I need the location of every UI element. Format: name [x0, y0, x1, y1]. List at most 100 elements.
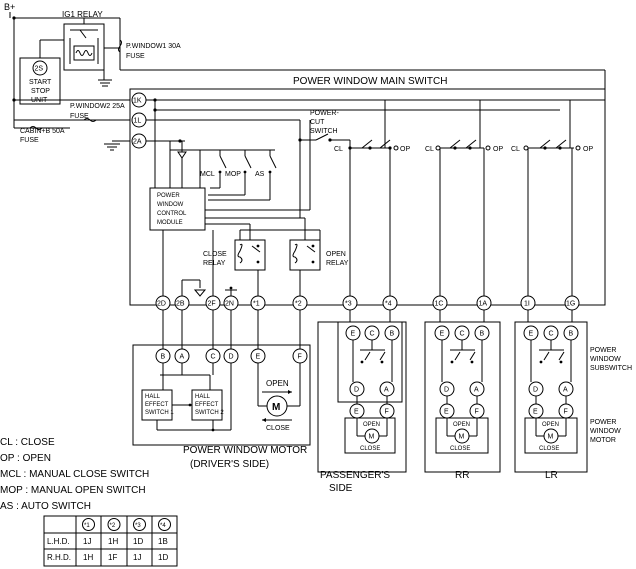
start-stop-line1: START: [29, 79, 52, 86]
rr-label: RR: [455, 470, 469, 481]
driver-side-motor: B A C D E F HALL EFFECT SWITCH 1 HALL EF…: [132, 310, 311, 470]
mcl-label: MCL: [200, 171, 215, 178]
table-cell: 1H: [83, 553, 93, 562]
pin-star1: *1: [253, 301, 260, 308]
start-stop-line2: STOP: [31, 88, 50, 95]
subswitch-label-1: POWER: [590, 347, 616, 354]
close-relay-label-2: RELAY: [203, 260, 226, 267]
lr-label: LR: [545, 470, 558, 481]
table-row-lhd-label: L.H.D.: [47, 537, 70, 546]
open-relay-label-2: RELAY: [326, 260, 349, 267]
pin-1i: 1I: [524, 301, 530, 308]
lr-pin-e1: E: [529, 331, 534, 338]
supply-label: B+: [4, 2, 15, 12]
pass-pin-e2: E: [354, 409, 359, 416]
legend-mop: MOP : MANUAL OPEN SWITCH: [0, 485, 146, 496]
passenger-side-label: SIDE: [329, 483, 353, 494]
driver-motor-open: OPEN: [266, 379, 289, 388]
op-label-1: OP: [400, 146, 410, 153]
close-relay-label-1: CLOSE: [203, 251, 227, 258]
passenger-door: E C B D A E F M OPEN CLOSE PASSENGER'S S…: [317, 310, 407, 494]
rr-pin-e2: E: [444, 409, 449, 416]
driver-pin-b: B: [161, 354, 166, 361]
pass-pin-c: C: [370, 331, 375, 338]
connector-table: *1 *2 *3 *4 L.H.D. 1J 1H 1D 1B R.H.D. 1H…: [43, 515, 178, 567]
ig1-relay: [63, 23, 105, 71]
as-label: AS: [255, 171, 265, 178]
hall1-line3: SWITCH 1: [145, 410, 174, 416]
motor-label-1: POWER: [590, 419, 616, 426]
pin-2a: 2A: [133, 139, 142, 146]
pass-pin-b: B: [390, 331, 395, 338]
lr-motor-m: M: [548, 434, 554, 441]
table-cell: 1B: [158, 537, 168, 546]
rr-motor-m: M: [459, 434, 465, 441]
hall2-line2: EFFECT: [195, 402, 219, 408]
pw2-fuse-sublabel: FUSE: [70, 113, 89, 120]
pass-motor-m: M: [369, 434, 375, 441]
motor-label-3: MOTOR: [590, 437, 616, 444]
pin-star2: *2: [295, 301, 302, 308]
hall1-line2: EFFECT: [145, 402, 169, 408]
pin-1l: 1L: [134, 118, 142, 125]
power-cut-label-2: CUT: [310, 119, 325, 126]
door-switches: CL OP CL OP CL OP: [334, 139, 593, 153]
table-header-star2: *2: [110, 523, 116, 529]
lr-pin-f: F: [564, 409, 568, 416]
op-label-2: OP: [493, 146, 503, 153]
start-stop-connector: 2S: [35, 66, 44, 73]
close-relay: CLOSE RELAY: [203, 239, 266, 271]
table-cell: 1F: [108, 553, 117, 562]
lr-motor-open: OPEN: [542, 422, 559, 428]
table-header-star1: *1: [84, 523, 90, 529]
pwcm-line2: WINDOW: [157, 202, 184, 208]
pass-pin-e1: E: [351, 331, 356, 338]
power-window-control-module: POWER WINDOW CONTROL MODULE: [149, 187, 206, 231]
driver-motor-close: CLOSE: [266, 425, 290, 432]
table-header-star4: *4: [160, 523, 166, 529]
driver-motor-m: M: [272, 402, 280, 413]
pin-2n: 2N: [225, 301, 234, 308]
cabin-fuse-label: CABIN+B 50A: [20, 128, 65, 135]
driver-motor-title: POWER WINDOW MOTOR: [183, 445, 307, 456]
pin-1c: 1C: [435, 301, 444, 308]
hall2-line3: SWITCH 2: [195, 410, 224, 416]
cl-label-3: CL: [511, 146, 520, 153]
rr-motor-close: CLOSE: [450, 446, 470, 452]
driver-pin-d: D: [229, 354, 234, 361]
table-cell: 1H: [108, 537, 118, 546]
cl-label-2: CL: [425, 146, 434, 153]
pin-1g: 1G: [566, 301, 575, 308]
power-cut-label-3: SWITCH: [310, 128, 338, 135]
hall1-line1: HALL: [145, 394, 161, 400]
legend-cl: CL : CLOSE: [0, 437, 55, 448]
table-cell: 1J: [83, 537, 91, 546]
pin-star4: *4: [385, 301, 392, 308]
lr-pin-d: D: [533, 387, 538, 394]
ig1-relay-label: IG1 RELAY: [62, 10, 103, 19]
rr-pin-e1: E: [440, 331, 445, 338]
legend-mcl: MCL : MANUAL CLOSE SWITCH: [0, 469, 149, 480]
lr-pin-a: A: [563, 387, 568, 394]
open-relay-label-1: OPEN: [326, 251, 346, 258]
cabin-fuse-sublabel: FUSE: [20, 137, 39, 144]
passenger-label: PASSENGER'S: [320, 470, 390, 481]
pass-motor-close: CLOSE: [360, 446, 380, 452]
table-header-star3: *3: [135, 523, 141, 529]
main-switch-box: [129, 88, 606, 306]
driver-pin-f: F: [298, 354, 302, 361]
rr-pin-c: C: [460, 331, 465, 338]
pw1-fuse-sublabel: FUSE: [126, 53, 145, 60]
pass-pin-f: F: [385, 409, 389, 416]
pwcm-line4: MODULE: [157, 220, 183, 226]
subswitch-label-3: SUBSWITCH: [590, 365, 632, 372]
lr-pin-c: C: [549, 331, 554, 338]
rr-pin-d: D: [444, 387, 449, 394]
table-cell: 1D: [133, 537, 143, 546]
rr-pin-b: B: [480, 331, 485, 338]
lr-motor-close: CLOSE: [539, 446, 559, 452]
op-label-3: OP: [583, 146, 593, 153]
pin-2b: 2B: [176, 301, 185, 308]
table-cell: 1D: [158, 553, 168, 562]
